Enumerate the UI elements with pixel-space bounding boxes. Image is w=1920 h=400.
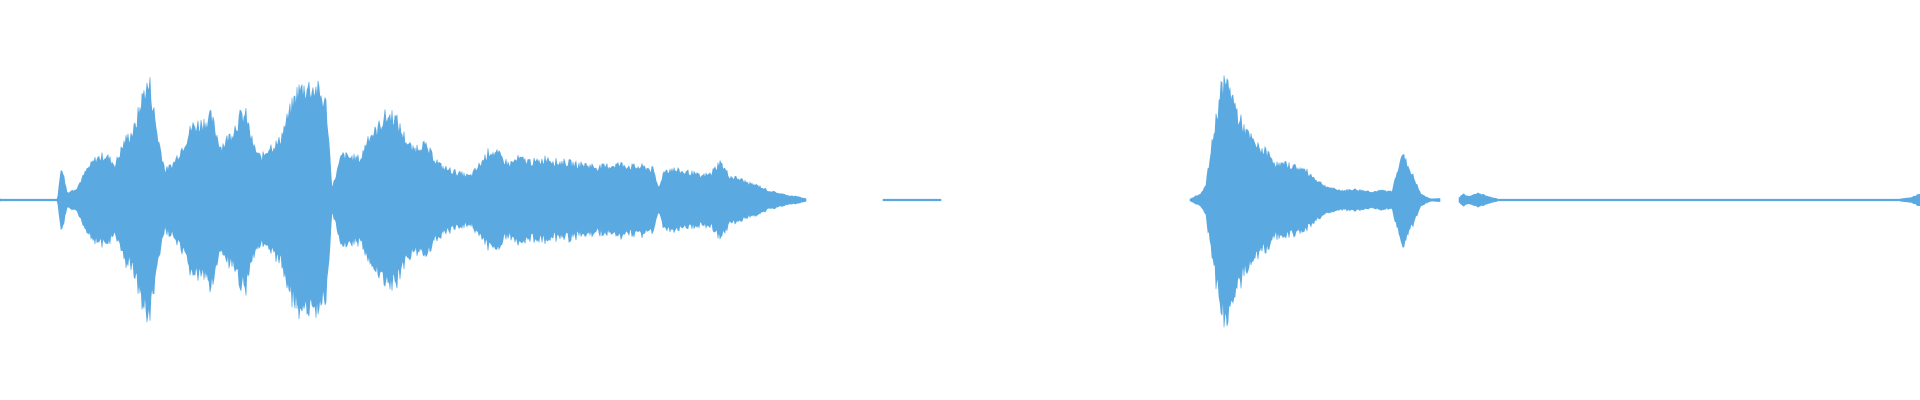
waveform-segment-2	[882, 198, 942, 202]
waveform-segment-1	[0, 77, 807, 323]
waveform-segment-4	[1458, 192, 1920, 208]
waveform-segment-3	[1189, 75, 1441, 328]
waveform-envelope	[1189, 75, 1441, 328]
